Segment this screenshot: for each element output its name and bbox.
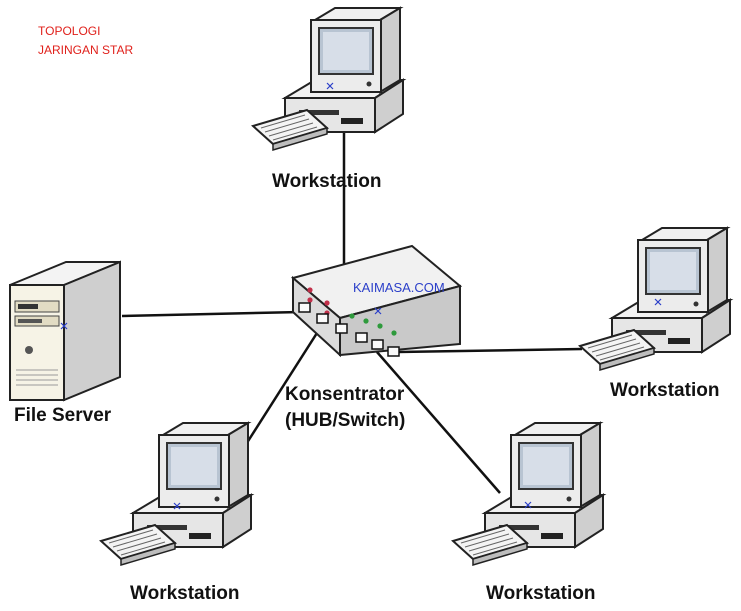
hub-label-line-2: (HUB/Switch) bbox=[285, 410, 405, 431]
watermark: KAIMASA.COM bbox=[353, 280, 445, 295]
cable-workstation-right bbox=[397, 347, 583, 354]
hub-label-line-1: Konsentrator bbox=[285, 384, 405, 405]
cable-workstation-bottom-right bbox=[376, 351, 501, 494]
workstation-top-computer-icon bbox=[252, 7, 404, 151]
workstation-bottom-left-label: Workstation bbox=[130, 583, 239, 604]
title-line-1: TOPOLOGI bbox=[38, 24, 100, 38]
workstation-right-computer-icon bbox=[579, 227, 731, 371]
title-line-2: JARINGAN STAR bbox=[38, 43, 133, 57]
workstation-bottom-left-computer-icon bbox=[100, 422, 252, 566]
workstation-bottom-right-computer-icon bbox=[452, 422, 604, 566]
workstation-right-label: Workstation bbox=[610, 380, 719, 401]
workstation-top-label: Workstation bbox=[272, 171, 381, 192]
cable-workstation-bottom-left bbox=[234, 321, 326, 461]
cable-file-server bbox=[121, 310, 302, 318]
workstation-bottom-right-label: Workstation bbox=[486, 583, 595, 604]
file-server-icon bbox=[9, 260, 121, 402]
hub-switch-icon bbox=[290, 244, 463, 358]
file-server-label: File Server bbox=[14, 405, 112, 426]
